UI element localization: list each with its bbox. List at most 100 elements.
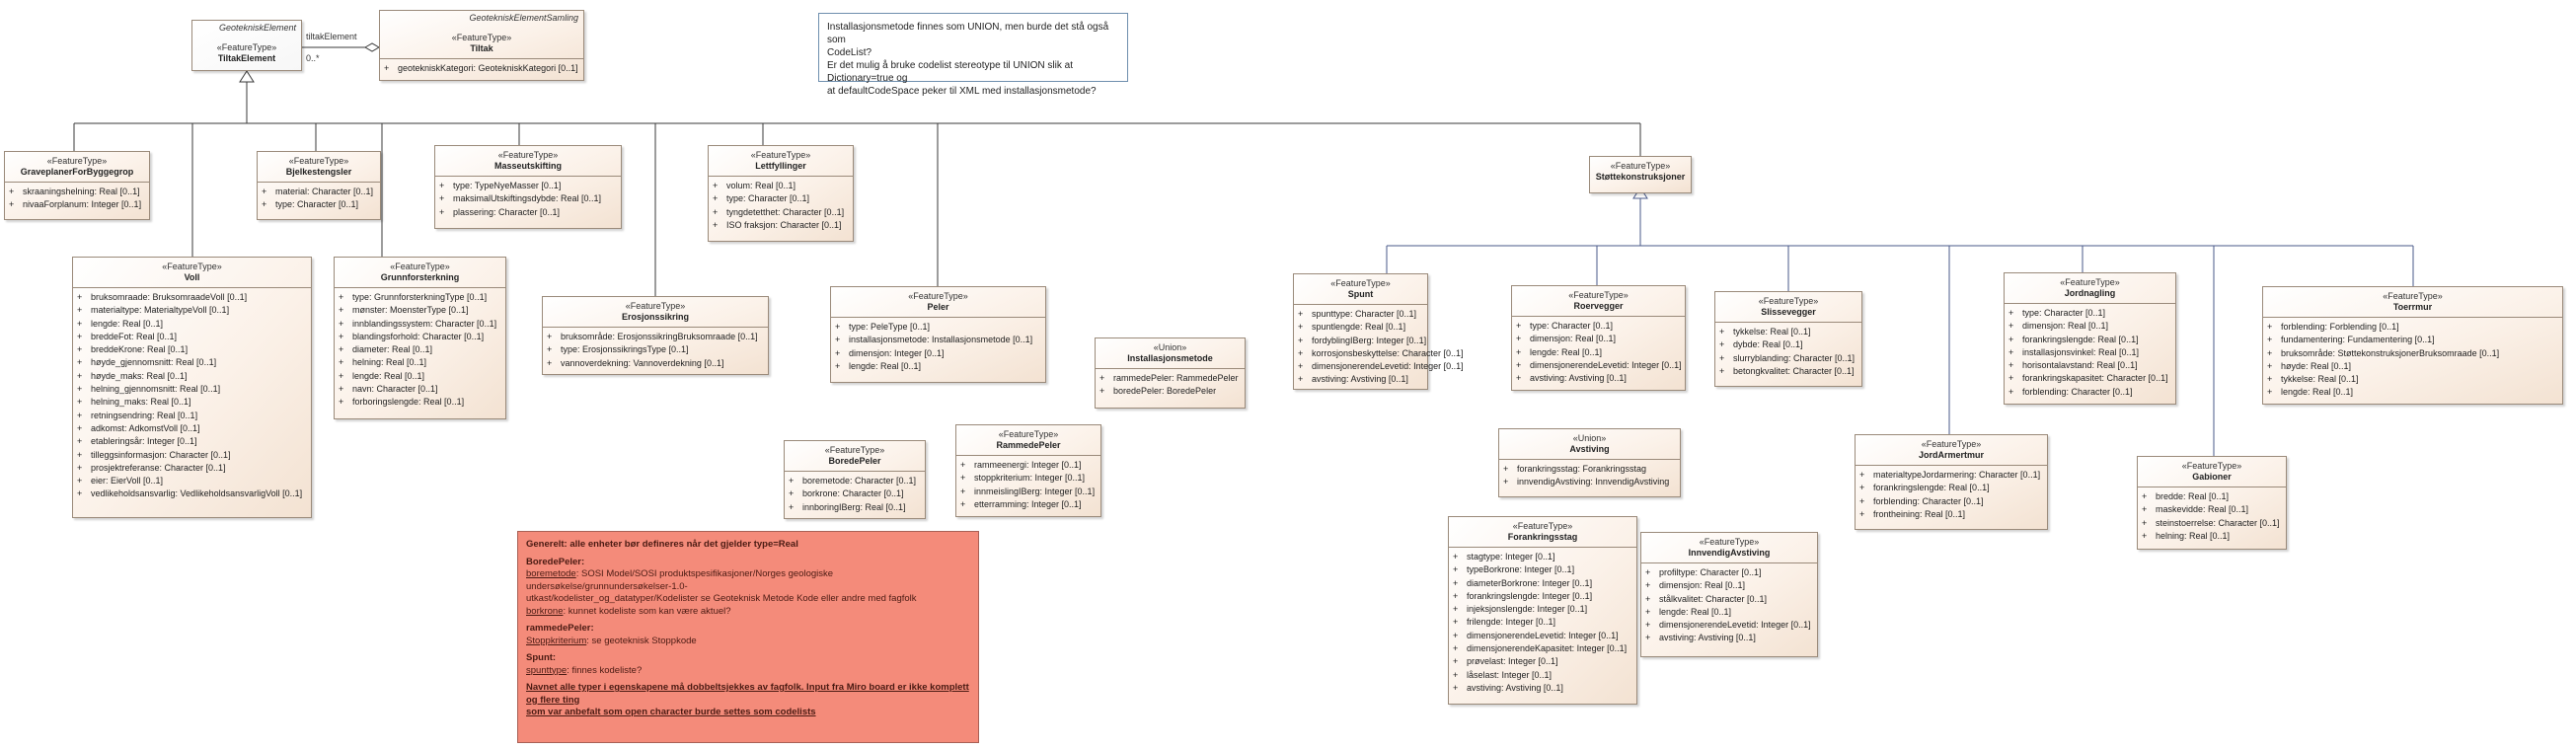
class-stereotype: «FeatureType»	[451, 33, 512, 42]
class-avstiving[interactable]: «Union»Avstiving +forankringsstag: Foran…	[1498, 428, 1681, 497]
attribute-text: avstiving: Avstiving [0..1]	[1467, 682, 1563, 693]
attribute-row: +rammeenergi: Integer [0..1]	[960, 459, 1097, 472]
attribute-row: +prøvelast: Integer [0..1]	[1453, 655, 1632, 668]
attribute-row: + avstiving: Avstiving [0..1]	[1453, 682, 1632, 695]
visibility-marker: +	[2142, 530, 2148, 541]
class-grunnforsterkning[interactable]: «FeatureType»Grunnforsterkning +type: Gr…	[334, 257, 506, 419]
attribute-row: +dimensjonerendeKapasitet: Integer [0..1…	[1453, 642, 1632, 655]
attribute-list: +geotekniskKategori: GeotekniskKategori …	[380, 59, 583, 77]
attribute-text: boremetode: Character [0..1]	[802, 476, 917, 486]
class-tiltakelement[interactable]: GeotekniskElement «FeatureType» TiltakEl…	[191, 20, 302, 71]
attribute-row: +skraaningshelning: Real [0..1]	[9, 186, 145, 198]
attribute-text: bruksområde: StøttekonstruksjonerBruksom…	[2281, 347, 2500, 358]
class-masseutskifting[interactable]: «FeatureType»Masseutskifting +type: Type…	[434, 145, 622, 229]
class-slissevegger[interactable]: «FeatureType»Slissevegger +tykkelse: Rea…	[1714, 291, 1862, 387]
attribute-text: lengde: Real [0..1]	[91, 318, 164, 329]
class-jordarmertmur[interactable]: «FeatureType»JordArmertmur +materialtype…	[1855, 434, 2048, 530]
class-innvendigavstiving[interactable]: «FeatureType»InnvendigAvstiving +profilt…	[1640, 532, 1818, 657]
attribute-text: prøvelast: Integer [0..1]	[1467, 656, 1558, 667]
attribute-text: tilleggsinformasjon: Character [0..1]	[91, 449, 231, 460]
attribute-text: dimensjonerendeLevetid: Integer [0..1]	[1467, 630, 1619, 640]
attribute-row: +adkomst: AdkomstVoll [0..1]	[77, 422, 307, 435]
attribute-text: materialtypeJordarmering: Character [0..…	[1873, 470, 2041, 480]
visibility-marker: +	[339, 397, 344, 408]
class-installasjonsmetode[interactable]: «Union»Installasjonsmetode +rammedePeler…	[1095, 337, 1246, 409]
attribute-row: +dimensjon: Integer [0..1]	[835, 347, 1041, 360]
class-bjelkestengsler[interactable]: «FeatureType»Bjelkestengsler +material: …	[257, 151, 381, 220]
attribute-text: høyde: Real [0..1]	[2281, 360, 2352, 371]
class-gabioner[interactable]: «FeatureType»Gabioner +bredde: Real [0..…	[2137, 456, 2287, 550]
attribute-list: +rammedePeler: RammedePeler+boredePeler:…	[1096, 369, 1245, 401]
attribute-text: navn: Character [0..1]	[352, 384, 438, 395]
generalization-arrow	[239, 70, 255, 83]
class-stereotype: «FeatureType»	[908, 291, 968, 301]
visibility-marker: +	[1516, 321, 1522, 331]
class-lettfyllinger[interactable]: «FeatureType»Lettfyllinger +volum: Real …	[708, 145, 854, 242]
visibility-marker: +	[1503, 477, 1509, 487]
visibility-marker: +	[1645, 620, 1651, 631]
attribute-row: +retningsendring: Real [0..1]	[77, 410, 307, 422]
visibility-marker: +	[1719, 365, 1725, 376]
visibility-marker: +	[1298, 361, 1304, 372]
visibility-marker: +	[77, 331, 83, 341]
attribute-row: +geotekniskKategori: GeotekniskKategori …	[384, 62, 579, 75]
visibility-marker: +	[960, 460, 966, 470]
attribute-row: +dimensjonerendeLevetid: Integer [0..1]	[1516, 359, 1682, 372]
visibility-marker: +	[1859, 470, 1865, 480]
note-line: Er det mulig å bruke codelist stereotype…	[827, 60, 1073, 84]
visibility-marker: +	[2008, 386, 2014, 397]
class-rammedepeler[interactable]: «FeatureType»RammedePeler +rammeenergi: …	[955, 424, 1101, 517]
visibility-marker: +	[960, 486, 966, 496]
visibility-marker: +	[1645, 593, 1651, 604]
attribute-text: installasjonsvinkel: Real [0..1]	[2022, 346, 2140, 357]
visibility-marker: +	[262, 187, 267, 196]
attribute-row: + lengde: Real [0..1]	[77, 318, 307, 331]
visibility-marker: +	[77, 476, 83, 487]
visibility-marker: +	[1298, 309, 1304, 319]
visibility-marker: +	[1099, 386, 1105, 397]
class-spunt[interactable]: «FeatureType»Spunt +spunttype: Character…	[1293, 273, 1464, 390]
class-graveplanerforbyggegrop[interactable]: «FeatureType»GraveplanerForByggegrop +sk…	[4, 151, 150, 220]
visibility-marker: +	[1719, 327, 1725, 337]
class-stottekonstruksjoner[interactable]: «FeatureType»Støttekonstruksjoner	[1589, 156, 1692, 193]
visibility-marker: +	[339, 318, 344, 329]
class-boredepeler[interactable]: «FeatureType»BoredePeler +boremetode: Ch…	[784, 440, 926, 519]
class-name: Lettfyllinger	[755, 161, 806, 171]
visibility-marker: +	[339, 305, 344, 316]
class-name: Avstiving	[1569, 444, 1610, 454]
attribute-text: forankringslengde: Real [0..1]	[2022, 334, 2139, 344]
attribute-row: + bruksområde: StøttekonstruksjonerBrukso…	[2267, 347, 2558, 360]
class-toerrmur[interactable]: «FeatureType»Toerrmur +forblending: Forb…	[2262, 286, 2563, 405]
attribute-row: +eier: EierVoll [0..1]	[77, 475, 307, 487]
note-section-title: rammedePeler:	[526, 623, 594, 634]
class-forankringsstag[interactable]: «FeatureType»Forankringsstag +stagtype: …	[1448, 516, 1637, 705]
visibility-marker: +	[77, 488, 83, 499]
attribute-row: +breddeKrone: Real [0..1]	[77, 343, 307, 356]
attribute-text: innboringIBerg: Real [0..1]	[802, 501, 906, 512]
class-jordnagling[interactable]: «FeatureType»Jordnagling +type: Characte…	[2004, 272, 2176, 405]
visibility-marker: +	[1453, 590, 1459, 601]
attribute-text: spuntlengde: Real [0..1]	[1312, 322, 1406, 333]
visibility-marker: +	[77, 449, 83, 460]
class-stereotype: «FeatureType»	[2383, 291, 2443, 301]
attribute-text: stålkvalitet: Character [0..1]	[1659, 593, 1768, 604]
visibility-marker: +	[1859, 495, 1865, 506]
attribute-text: betongkvalitet: Character [0..1]	[1733, 365, 1855, 376]
attribute-text: frontheining: Real [0..1]	[1873, 508, 1966, 519]
visibility-marker: +	[2267, 347, 2273, 358]
attribute-row: +fundamentering: Fundamentering [0..1]	[2267, 334, 2558, 346]
visibility-marker: +	[713, 181, 719, 190]
attribute-row: +volum: Real [0..1]	[713, 180, 849, 192]
attribute-text: lengde: Real [0..1]	[1659, 606, 1732, 617]
visibility-marker: +	[1453, 564, 1459, 575]
class-tiltak[interactable]: GeotekniskElementSamling «FeatureType» T…	[379, 10, 584, 81]
class-erosjonssikring[interactable]: «FeatureType»Erosjonssikring +bruksområd…	[542, 296, 769, 375]
attribute-row: +helning: Real [0..1]	[2142, 530, 2282, 543]
class-name: Forankringsstag	[1507, 532, 1578, 542]
attribute-row: +stagtype: Integer [0..1]	[1453, 551, 1632, 563]
visibility-marker: +	[1453, 682, 1459, 693]
visibility-marker: +	[77, 318, 83, 329]
class-voll[interactable]: «FeatureType»Voll +bruksomraade: Bruksom…	[72, 257, 312, 518]
class-peler[interactable]: «FeatureType»Peler +type: PeleType [0..1…	[830, 286, 1046, 383]
class-roervegger[interactable]: «FeatureType»Roervegger +type: Character…	[1511, 285, 1686, 391]
